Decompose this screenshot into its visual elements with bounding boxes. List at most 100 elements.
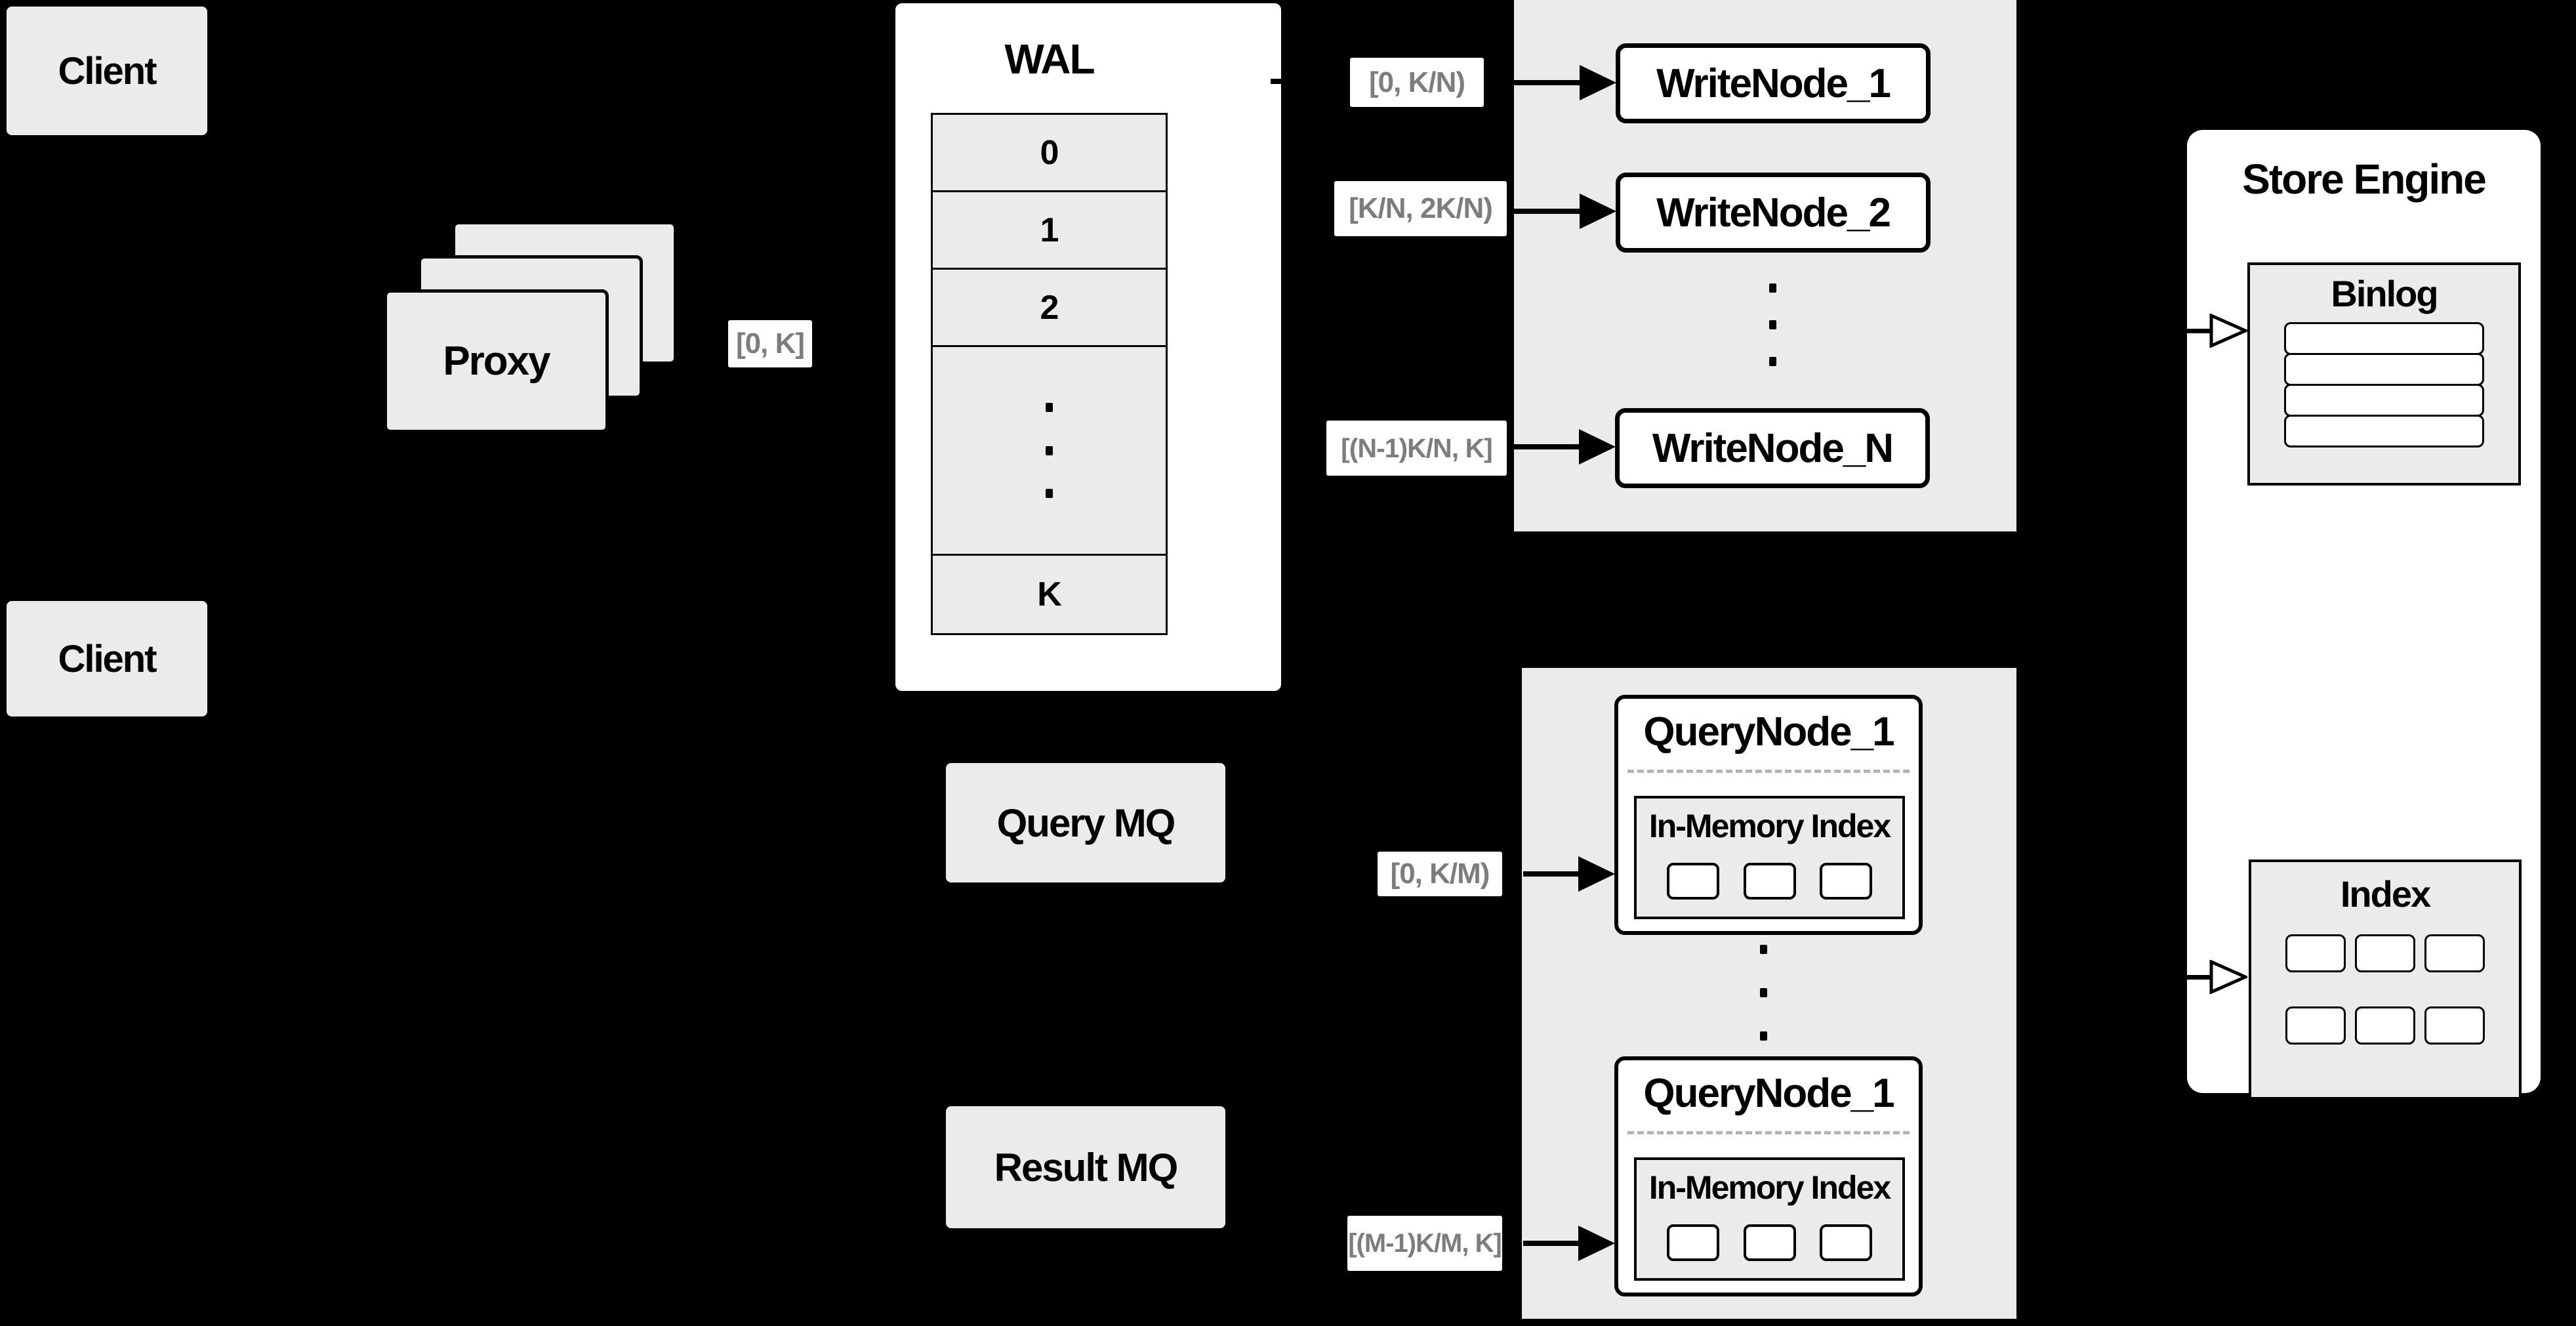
proxy-card-front: Proxy bbox=[384, 289, 609, 433]
proxy-stack: Proxy bbox=[367, 210, 695, 446]
binlog-box: Binlog bbox=[2247, 262, 2521, 486]
client-box-top: Client bbox=[7, 7, 207, 135]
query-node-title: QueryNode_1 bbox=[1618, 699, 1919, 764]
arrow-to-query-node-m bbox=[1523, 1241, 1584, 1246]
segment-chip bbox=[1667, 1224, 1719, 1261]
query-node-title: QueryNode_1 bbox=[1618, 1060, 1919, 1126]
range-label-text: [0, K] bbox=[736, 327, 805, 360]
client-bottom-label: Client bbox=[58, 637, 157, 680]
write-node-2-box: WriteNode_2 bbox=[1616, 173, 1931, 253]
range-label-text: [0, K/N) bbox=[1369, 66, 1465, 98]
query-mq-box: Query MQ bbox=[946, 763, 1225, 882]
wal-row: 1 bbox=[931, 190, 1168, 270]
client-box-bottom: Client bbox=[7, 601, 207, 716]
wal-row-label: 0 bbox=[1040, 133, 1059, 172]
query-node-title-text: QueryNode_1 bbox=[1643, 1070, 1894, 1116]
binlog-segment bbox=[2284, 415, 2484, 447]
arrow-to-index bbox=[2179, 975, 2213, 980]
write-node-label: WriteNode_1 bbox=[1656, 60, 1891, 106]
in-memory-index-title-text: In-Memory Index bbox=[1648, 1169, 1891, 1206]
in-memory-index-box: In-Memory Index bbox=[1634, 796, 1905, 919]
wal-panel: WAL 0 1 2 K bbox=[895, 3, 1281, 691]
arrow-to-write-node-n bbox=[1514, 444, 1582, 449]
range-label-write-1: [0, K/N) bbox=[1350, 58, 1484, 107]
index-chip bbox=[2355, 934, 2415, 972]
wal-row-k: K bbox=[931, 554, 1168, 635]
range-label-proxy-to-wal: [0, K] bbox=[728, 320, 812, 367]
arrow-right-icon bbox=[1579, 429, 1616, 465]
query-node-top-box: QueryNode_1 In-Memory Index bbox=[1614, 695, 1923, 935]
in-memory-index-title-text: In-Memory Index bbox=[1648, 808, 1891, 844]
divider bbox=[1627, 1131, 1910, 1134]
index-chip bbox=[2355, 1006, 2415, 1045]
segment-chip bbox=[1820, 1224, 1872, 1261]
result-mq-label: Result MQ bbox=[994, 1145, 1179, 1190]
vertical-ellipsis-icon bbox=[1046, 403, 1053, 498]
wal-row-label: K bbox=[1037, 575, 1062, 613]
wal-title: WAL bbox=[931, 23, 1168, 95]
wal-row: 2 bbox=[931, 268, 1168, 347]
binlog-segment bbox=[2284, 384, 2484, 417]
index-chip bbox=[2285, 1006, 2346, 1045]
vertical-ellipsis-icon bbox=[1769, 283, 1776, 366]
vertical-ellipsis-icon bbox=[1760, 945, 1767, 1041]
range-label-text: [K/N, 2K/N) bbox=[1349, 192, 1493, 224]
store-engine-title-text: Store Engine bbox=[2242, 155, 2487, 203]
range-label-query-m: [(M-1)K/M, K] bbox=[1347, 1216, 1502, 1271]
proxy-label: Proxy bbox=[443, 339, 550, 384]
store-engine-title: Store Engine bbox=[2187, 130, 2541, 228]
divider bbox=[1627, 770, 1910, 773]
arrow-right-icon bbox=[1580, 65, 1616, 100]
arrow-right-icon bbox=[1578, 856, 1615, 892]
write-node-n-box: WriteNode_N bbox=[1615, 408, 1930, 488]
binlog-segment bbox=[2284, 353, 2484, 386]
result-mq-box: Result MQ bbox=[946, 1106, 1225, 1228]
store-engine-panel: Store Engine Binlog Index bbox=[2187, 130, 2541, 1100]
segment-chip bbox=[1667, 863, 1719, 900]
range-label-text: [0, K/M) bbox=[1390, 858, 1490, 890]
write-node-1-box: WriteNode_1 bbox=[1616, 43, 1931, 123]
arrow-to-binlog bbox=[2179, 329, 2213, 333]
arrow-to-write-node-1 bbox=[1514, 80, 1582, 85]
wal-out-arrow-stub bbox=[1271, 79, 1281, 84]
wal-title-text: WAL bbox=[1004, 35, 1095, 83]
index-title: Index bbox=[2251, 862, 2519, 925]
index-box: Index bbox=[2249, 860, 2522, 1100]
range-label-text: [(N-1)K/N, K] bbox=[1341, 432, 1493, 463]
in-memory-index-title: In-Memory Index bbox=[1637, 1160, 1902, 1215]
wal-row: 0 bbox=[931, 113, 1168, 192]
wal-row-ellipsis bbox=[931, 345, 1168, 556]
binlog-title: Binlog bbox=[2250, 265, 2518, 321]
query-mq-label: Query MQ bbox=[996, 800, 1176, 845]
arrow-right-icon bbox=[1578, 1226, 1615, 1261]
query-node-title-text: QueryNode_1 bbox=[1643, 709, 1894, 755]
range-label-write-2: [K/N, 2K/N) bbox=[1334, 181, 1507, 236]
arrow-to-query-node-1 bbox=[1523, 871, 1584, 877]
binlog-title-text: Binlog bbox=[2331, 272, 2438, 314]
segment-chip bbox=[1743, 863, 1796, 900]
arrow-to-write-node-2 bbox=[1514, 209, 1582, 214]
binlog-segment bbox=[2284, 322, 2484, 355]
arrow-right-hollow-icon bbox=[2209, 960, 2247, 994]
in-memory-index-box: In-Memory Index bbox=[1634, 1157, 1905, 1281]
wal-table: 0 1 2 K bbox=[931, 113, 1168, 635]
query-node-panel: QueryNode_1 In-Memory Index QueryNode_1 … bbox=[1522, 668, 2016, 1319]
wal-row-label: 2 bbox=[1040, 288, 1059, 327]
range-label-query-1: [0, K/M) bbox=[1378, 852, 1502, 896]
index-chip bbox=[2424, 934, 2485, 972]
write-node-label: WriteNode_N bbox=[1652, 425, 1894, 471]
arrow-right-icon bbox=[1580, 194, 1616, 229]
index-chip bbox=[2285, 934, 2346, 972]
query-node-bottom-box: QueryNode_1 In-Memory Index bbox=[1614, 1056, 1923, 1296]
wal-row-label: 1 bbox=[1040, 211, 1059, 249]
in-memory-index-title: In-Memory Index bbox=[1637, 798, 1902, 854]
segment-chip bbox=[1820, 863, 1872, 900]
segment-chip bbox=[1743, 1224, 1796, 1261]
index-title-text: Index bbox=[2340, 873, 2431, 915]
index-chip bbox=[2424, 1006, 2485, 1045]
arrow-right-hollow-icon bbox=[2209, 314, 2247, 348]
write-node-label: WriteNode_2 bbox=[1656, 190, 1891, 236]
client-top-label: Client bbox=[58, 49, 157, 93]
range-label-write-n: [(N-1)K/N, K] bbox=[1326, 421, 1507, 476]
range-label-text: [(M-1)K/M, K] bbox=[1348, 1228, 1502, 1258]
